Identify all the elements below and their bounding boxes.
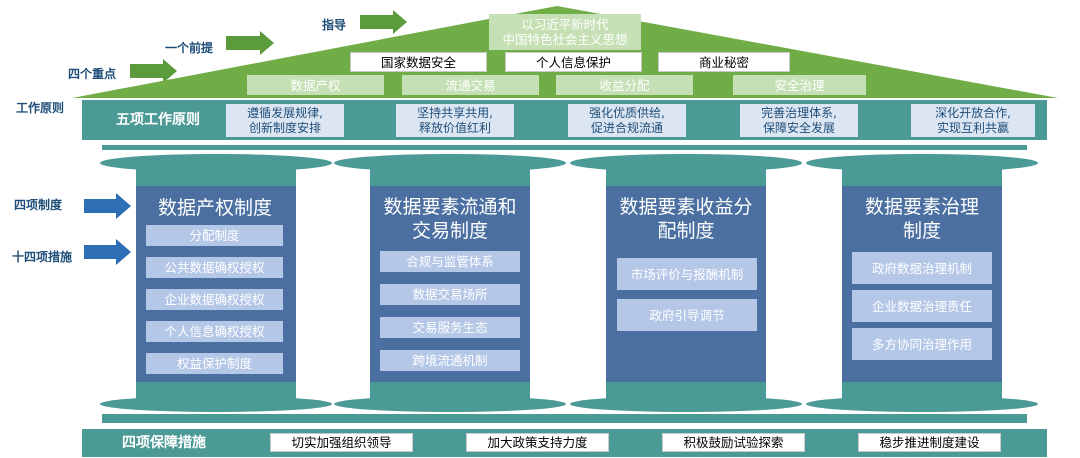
pillar-1-title: 数据产权制度 — [157, 197, 272, 220]
pillar-3-item-2: 政府引导调节 — [617, 299, 757, 331]
focus-item-2: 流通交易 — [402, 75, 539, 95]
principle-item-2: 坚持共享共用, 释放价值红利 — [396, 104, 514, 137]
pillar-3-cap — [570, 154, 802, 172]
pillar-3-foot — [570, 396, 802, 412]
pillar-4-item-3: 多方协同治理作用 — [852, 328, 992, 360]
label-measures: 十四项措施 — [12, 250, 73, 264]
premise-item-1: 国家数据安全 — [350, 52, 487, 72]
pillar-2-foot — [334, 396, 566, 412]
guarantee-item-2: 加大政策支持力度 — [466, 433, 609, 452]
guarantee-item-4: 稳步推进制度建设 — [858, 433, 1001, 452]
focus-item-1: 数据产权 — [247, 75, 384, 95]
pillar-3-item-1: 市场评价与报酬机制 — [617, 258, 757, 290]
pillar-1-item-4: 个人信息确权授权 — [146, 321, 283, 342]
pillar-4-title: 数据要素治理 制度 — [864, 196, 979, 242]
pillar-2-base — [370, 382, 530, 400]
arrow-guide-icon — [360, 10, 407, 34]
pillar-1-item-2: 公共数据确权授权 — [146, 257, 283, 278]
beam-line — [102, 145, 1027, 150]
arrow-measures-icon — [84, 239, 131, 265]
label-focus: 四个重点 — [68, 67, 117, 81]
pillar-1-item-5: 权益保护制度 — [146, 353, 283, 374]
arrow-premise-icon — [226, 31, 274, 55]
label-premise: 一个前提 — [165, 41, 214, 55]
guarantee-label: 四项保障措施 — [122, 434, 206, 451]
pillar-2-capband — [370, 168, 530, 186]
pillar-3-capband — [606, 168, 766, 186]
pillar-2-item-4: 跨境流通机制 — [380, 350, 520, 371]
arrow-systems-icon — [84, 193, 131, 219]
premise-item-3: 商业秘密 — [658, 52, 790, 72]
base-beam — [102, 414, 1027, 423]
guide-box: 以习近平新时代 中国特色社会主义思想 — [489, 14, 641, 50]
guarantee-item-3: 积极鼓励试验探索 — [662, 433, 805, 452]
pillar-4-cap — [806, 154, 1038, 172]
pillar-2-item-3: 交易服务生态 — [380, 317, 520, 338]
pillar-1-item-1: 分配制度 — [146, 225, 283, 246]
pillar-4-foot — [806, 396, 1038, 412]
premise-item-2: 个人信息保护 — [505, 52, 642, 72]
pillar-1-cap — [100, 154, 332, 172]
pillar-3-base — [606, 382, 766, 400]
pillar-1-shaft — [136, 186, 296, 382]
pillar-2-item-2: 数据交易场所 — [380, 284, 520, 305]
pillar-2-title: 数据要素流通和 交易制度 — [383, 196, 517, 242]
pillar-3-title: 数据要素收益分 配制度 — [619, 196, 753, 242]
pillar-2-cap — [334, 154, 566, 172]
pillar-2-item-1: 合规与监管体系 — [380, 251, 520, 272]
pillar-1-capband — [136, 168, 296, 186]
principle-item-5: 深化开放合作, 实现互利共赢 — [911, 104, 1035, 137]
label-systems: 四项制度 — [14, 198, 63, 212]
pillar-1-base — [136, 382, 296, 400]
principle-item-3: 强化优质供给, 促进合规流通 — [568, 104, 686, 137]
principle-item-1: 遵循发展规律, 创新制度安排 — [226, 104, 344, 137]
guarantee-item-1: 切实加强组织领导 — [270, 433, 413, 452]
label-principle: 工作原则 — [16, 101, 65, 115]
arrow-focus-icon — [130, 59, 177, 83]
pillar-1-item-3: 企业数据确权授权 — [146, 289, 283, 310]
focus-item-3: 收益分配 — [556, 75, 693, 95]
label-guide: 指导 — [322, 18, 347, 32]
focus-item-4: 安全治理 — [733, 75, 866, 95]
pillar-4-item-1: 政府数据治理机制 — [852, 252, 992, 284]
principle-item-4: 完善治理体系, 保障安全发展 — [740, 104, 858, 137]
pillar-1-foot — [100, 396, 332, 412]
pillar-4-base — [842, 382, 1002, 400]
pillar-4-capband — [842, 168, 1002, 186]
pillar-4-item-2: 企业数据治理责任 — [852, 290, 992, 322]
principles-label: 五项工作原则 — [116, 111, 200, 128]
